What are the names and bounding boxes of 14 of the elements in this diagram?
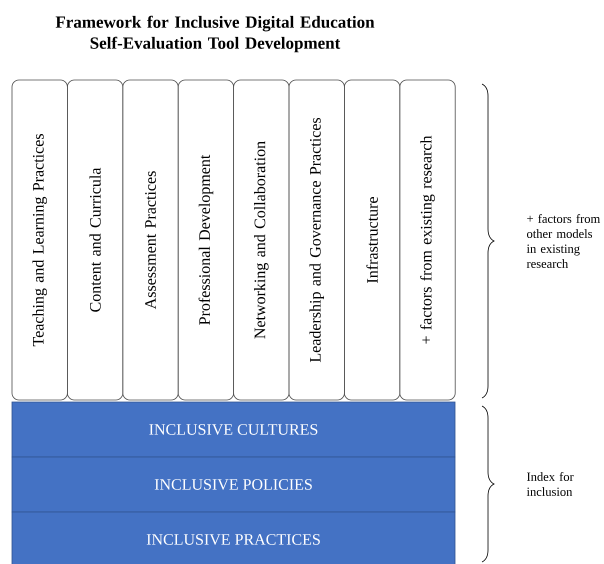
brace-label: Index for inclusion xyxy=(526,472,574,496)
pillar-box: Teaching and Learning Practices xyxy=(12,80,68,400)
brace-label: + factors from other models in existing research xyxy=(526,214,600,268)
pillar-box: Professional Development xyxy=(178,80,234,400)
title: Framework for Inclusive Digital Education Self-Evaluation Tool Development xyxy=(56,16,374,52)
pillar-box: Infrastructure xyxy=(344,80,400,400)
pillar-box: Content and Curricula xyxy=(67,80,124,400)
band-box: INCLUSIVE POLICIES xyxy=(12,456,456,512)
band-box: INCLUSIVE CULTURES xyxy=(12,402,456,458)
pillar-box: + factors from existing research xyxy=(399,80,456,400)
band-box: INCLUSIVE PRACTICES xyxy=(12,512,456,564)
pillar-box: Networking and Collaboration xyxy=(233,80,290,400)
pillar-box: Assessment Practices xyxy=(122,80,179,400)
pillar-box: Leadership and Governance Practices xyxy=(288,80,345,400)
